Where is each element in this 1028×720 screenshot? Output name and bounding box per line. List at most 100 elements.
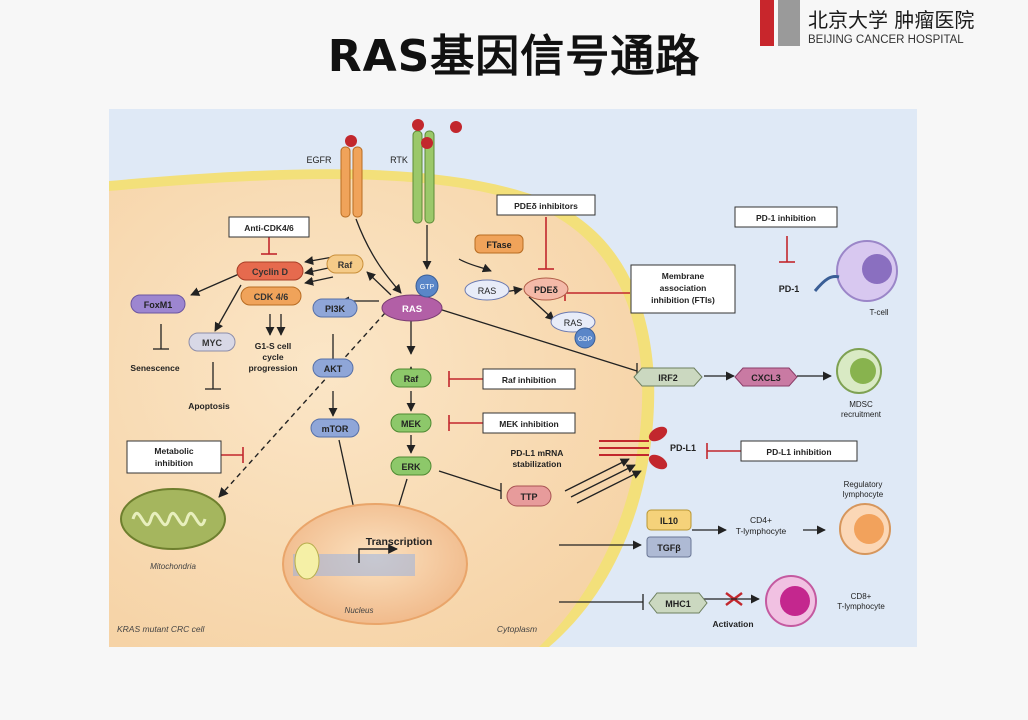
cd8-t-lymphocyte bbox=[765, 575, 817, 627]
page-title: RAS基因信号通路 bbox=[327, 31, 701, 82]
activation-label: Activation bbox=[712, 619, 753, 629]
ttp-label: TTP bbox=[521, 492, 538, 502]
ras-free-node bbox=[464, 279, 510, 301]
gdp-node bbox=[574, 327, 596, 349]
cyclin-d-node bbox=[236, 261, 304, 281]
erk-node bbox=[390, 456, 432, 476]
pde-node bbox=[523, 277, 569, 301]
pde-inhibitors-box: PDEδ inhibitors bbox=[496, 194, 596, 216]
inhibition-lines bbox=[221, 217, 795, 463]
svg-text:MEK inhibition: MEK inhibition bbox=[499, 419, 559, 429]
gtp-node bbox=[415, 274, 439, 298]
polymerase bbox=[294, 542, 320, 580]
pd-l1-receptors bbox=[599, 426, 668, 470]
dna-strand bbox=[293, 554, 415, 576]
mdsc-cell bbox=[836, 348, 882, 394]
erk-label: ERK bbox=[401, 462, 421, 472]
irf2-node bbox=[633, 367, 703, 387]
cd8-label-line2: T-lymphocyte bbox=[837, 602, 885, 611]
cxcl3-label: CXCL3 bbox=[751, 373, 781, 383]
cyclin-d-label: Cyclin D bbox=[252, 267, 289, 277]
mek-inhibition-box: MEK inhibition bbox=[482, 412, 576, 434]
g1s-label-line2: cycle bbox=[262, 352, 284, 362]
cell-type-label: KRAS mutant CRC cell bbox=[117, 624, 205, 634]
pi3k-node bbox=[312, 298, 358, 318]
svg-text:PDEδ inhibitors: PDEδ inhibitors bbox=[514, 201, 578, 211]
rtk-receptor bbox=[412, 119, 462, 224]
mdsc-label-line2: recruitment bbox=[841, 410, 882, 419]
ras-pathway-diagram: EGFR RTK bbox=[109, 109, 917, 647]
pd-1-inhibition-box: PD-1 inhibition bbox=[734, 206, 838, 228]
ftase-node bbox=[474, 234, 524, 254]
raf-inhibition-box: Raf inhibition bbox=[482, 368, 576, 390]
mdsc-label-line1: MDSC bbox=[849, 400, 873, 409]
mhc1-label: MHC1 bbox=[665, 599, 691, 609]
akt-label: AKT bbox=[324, 364, 343, 374]
pi3k-label: PI3K bbox=[325, 304, 346, 314]
tgfb-label: TGFβ bbox=[657, 543, 681, 553]
gdp-label: GDP bbox=[578, 336, 592, 343]
apoptosis-label: Apoptosis bbox=[188, 401, 230, 411]
t-cell bbox=[813, 240, 898, 302]
logo-red-bar bbox=[760, 0, 774, 46]
raf-small-label: Raf bbox=[338, 260, 354, 270]
tgfb-node bbox=[646, 536, 692, 558]
pdl1-mrna-label-line1: PD-L1 mRNA bbox=[511, 448, 564, 458]
nucleus-label: Nucleus bbox=[345, 606, 374, 615]
hospital-logo: 北京大学 肿瘤医院 BEIJING CANCER HOSPITAL bbox=[760, 0, 1028, 52]
raf-node bbox=[390, 368, 432, 388]
ras-node-label: RAS bbox=[402, 304, 422, 315]
ftase-label: FTase bbox=[486, 240, 511, 250]
ras-gdp-label: RAS bbox=[564, 318, 583, 328]
gtp-label: GTP bbox=[420, 284, 435, 291]
svg-text:Membrane: Membrane bbox=[662, 271, 705, 281]
treg-label-line2: lymphocyte bbox=[843, 490, 884, 499]
raf-small-node bbox=[326, 254, 364, 274]
mtor-node bbox=[310, 418, 360, 438]
cd4-label-line1: CD4+ bbox=[750, 515, 772, 525]
black-inhibition-lines bbox=[153, 308, 644, 610]
mek-node bbox=[390, 413, 432, 433]
svg-text:inhibition: inhibition bbox=[155, 458, 193, 468]
svg-text:Metabolic: Metabolic bbox=[154, 446, 193, 456]
cd8-label-line1: CD8+ bbox=[851, 592, 872, 601]
membrane-association-inhibition-box: Membrane association inhibition (FTIs) bbox=[630, 264, 736, 314]
senescence-label: Senescence bbox=[130, 363, 179, 373]
mitochondria-cristae bbox=[131, 511, 207, 527]
svg-text:PD-1 inhibition: PD-1 inhibition bbox=[756, 213, 816, 223]
ttp-node bbox=[506, 485, 552, 507]
mitochondria bbox=[120, 488, 226, 550]
t-cell-label: T-cell bbox=[869, 308, 888, 317]
egfr-label: EGFR bbox=[306, 155, 332, 165]
mtor-label: mTOR bbox=[322, 424, 349, 434]
pd-l1-inhibition-box: PD-L1 inhibition bbox=[740, 440, 858, 462]
egfr-receptor bbox=[340, 135, 363, 218]
signal-arrows bbox=[190, 218, 832, 550]
anti-cdk46-box: Anti-CDK4/6 bbox=[228, 216, 310, 238]
logo-chinese-name: 北京大学 肿瘤医院 bbox=[808, 8, 975, 32]
treg-label-line1: Regulatory bbox=[844, 480, 883, 489]
svg-text:association: association bbox=[660, 283, 707, 293]
myc-node bbox=[188, 332, 236, 352]
logo-gray-bar bbox=[778, 0, 800, 46]
pd-1-label: PD-1 bbox=[779, 284, 800, 294]
akt-node bbox=[312, 358, 354, 378]
svg-text:Anti-CDK4/6: Anti-CDK4/6 bbox=[244, 223, 294, 233]
cxcl3-node bbox=[734, 367, 798, 387]
svg-text:PD-L1 inhibition: PD-L1 inhibition bbox=[766, 447, 831, 457]
il10-node bbox=[646, 509, 692, 531]
transcription-arrow bbox=[358, 544, 398, 563]
cd4-label-line2: T-lymphocyte bbox=[736, 526, 787, 536]
cdk46-node bbox=[240, 286, 302, 306]
mek-label: MEK bbox=[401, 419, 422, 429]
foxm1-node bbox=[130, 294, 186, 314]
pde-label: PDEδ bbox=[534, 285, 559, 295]
foxm1-label: FoxM1 bbox=[144, 300, 173, 310]
g1s-label-line1: G1-S cell bbox=[255, 341, 291, 351]
mitochondria-label: Mitochondria bbox=[150, 562, 196, 571]
mhc1-node bbox=[648, 592, 708, 614]
ras-node bbox=[381, 294, 443, 322]
rtk-label: RTK bbox=[390, 155, 408, 165]
cdk46-label: CDK 4/6 bbox=[254, 292, 289, 302]
ras-gdp-node bbox=[550, 311, 596, 333]
